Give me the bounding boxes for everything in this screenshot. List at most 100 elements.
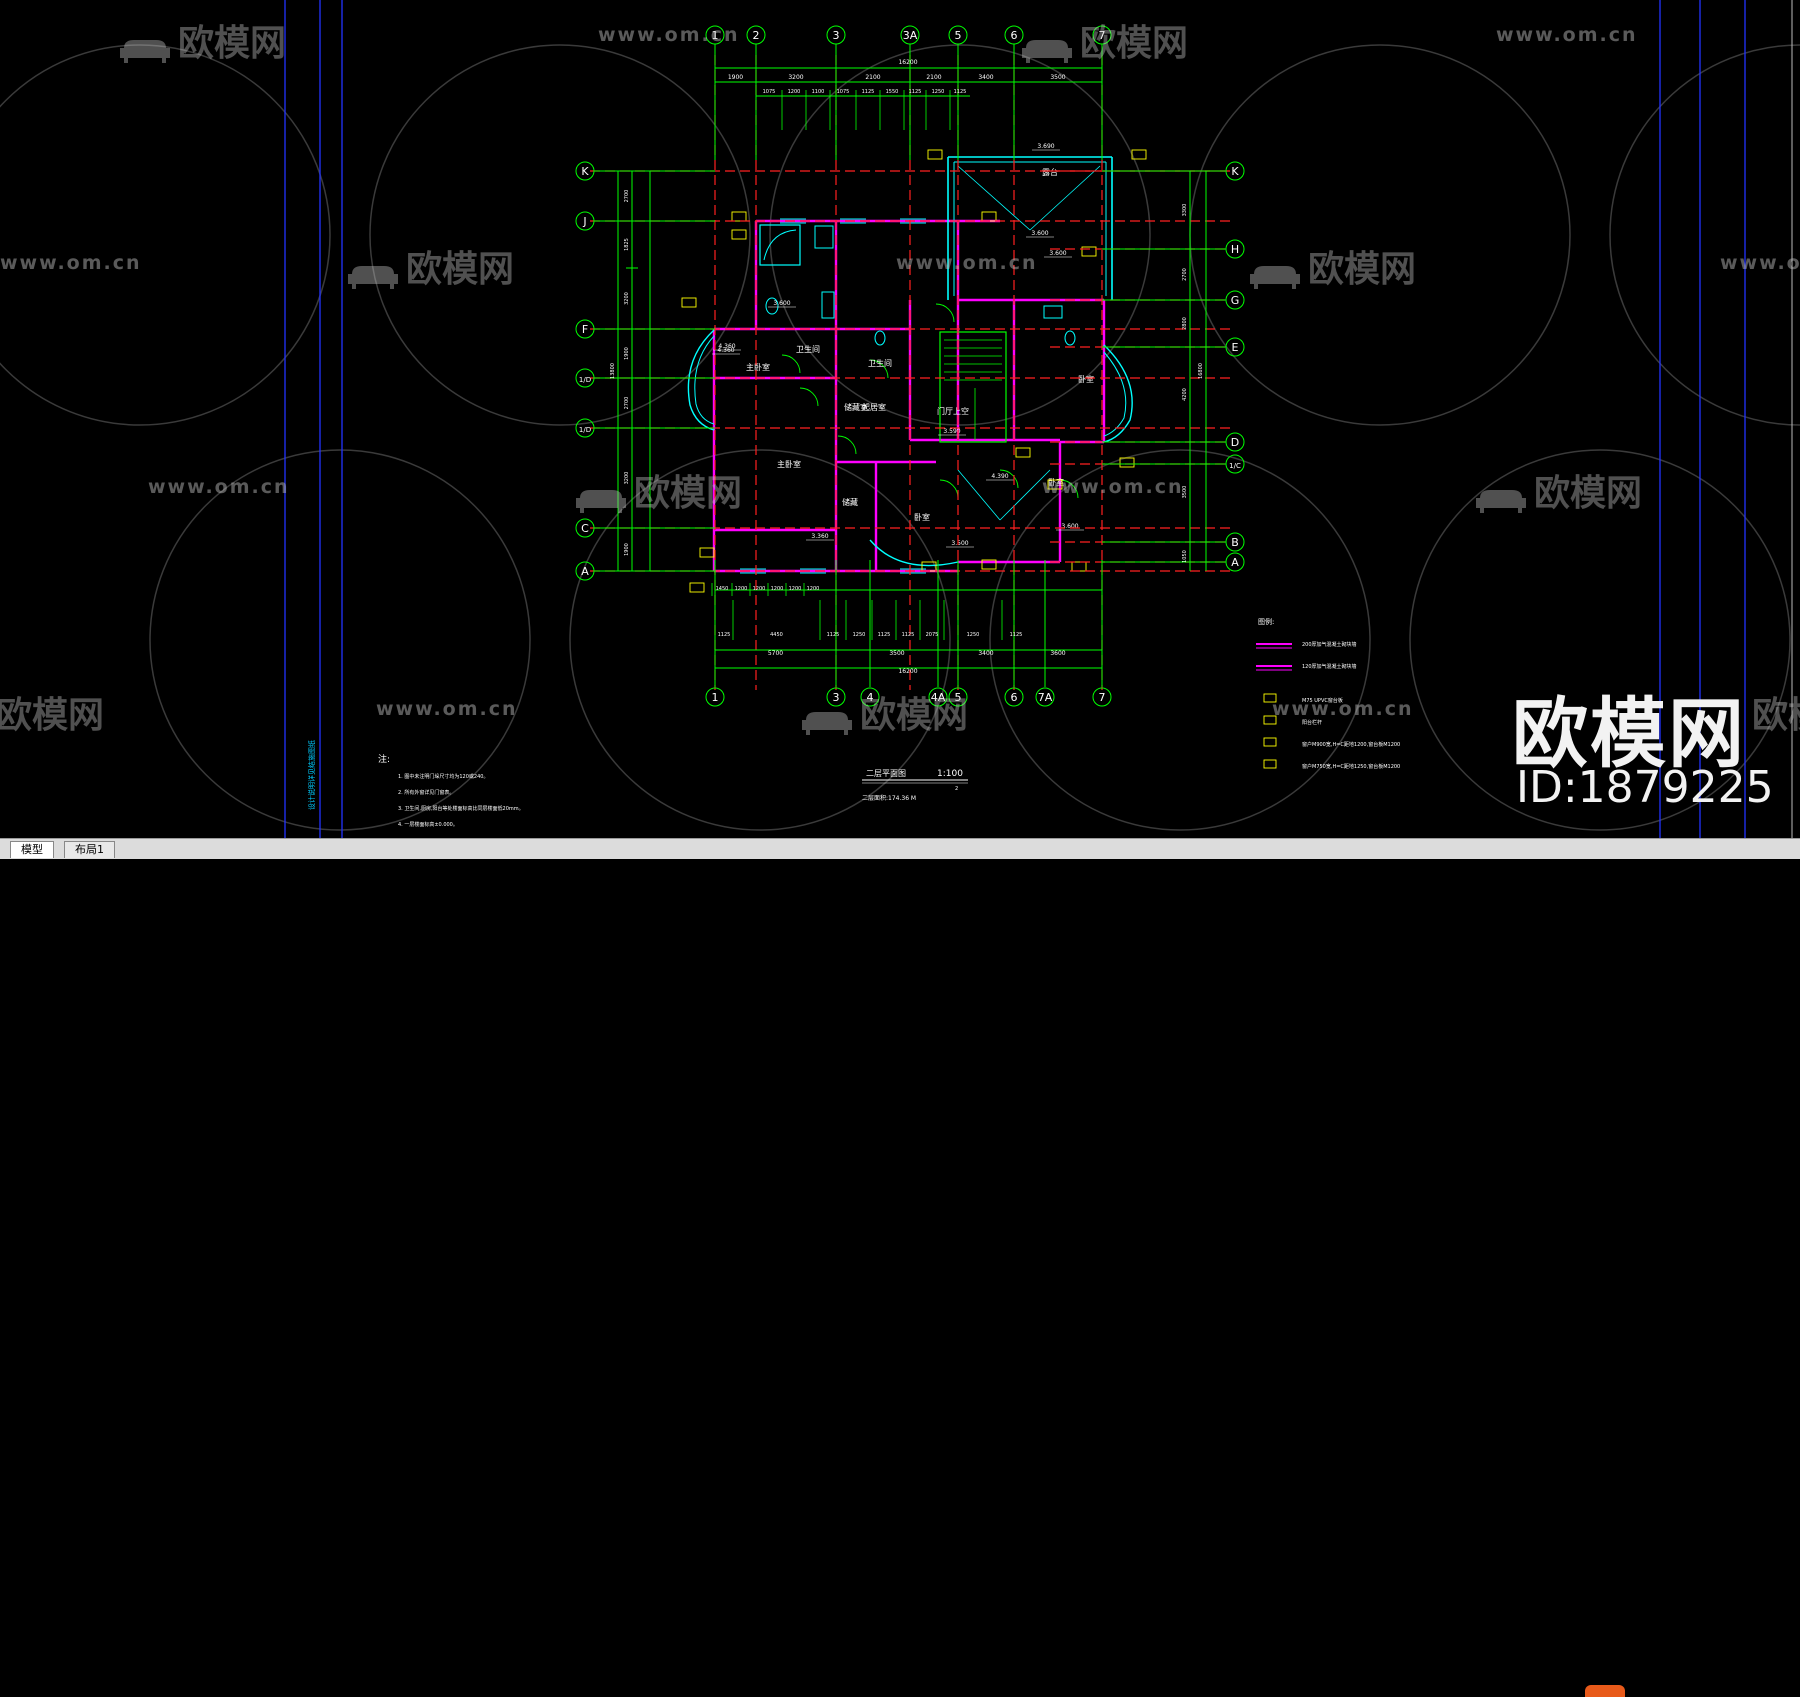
door-swing <box>999 469 1019 489</box>
room-label: 储藏室 <box>844 402 868 412</box>
legend-title: 图例: <box>1258 617 1274 626</box>
slope-line <box>999 469 1051 521</box>
tag-box <box>731 229 747 240</box>
watermark-url: www.om.cn <box>1042 476 1184 498</box>
tag-box <box>681 297 697 308</box>
watermark-circles <box>0 44 1800 831</box>
tag-box <box>1081 246 1097 257</box>
dim-text-bottom: 1125 <box>878 632 891 638</box>
room-label: 储藏 <box>842 497 858 507</box>
elevation-label: 4.390 <box>991 473 1008 480</box>
dim-text-bottom: 1200 <box>735 586 748 592</box>
grid-bubble-left-label: A <box>581 565 589 578</box>
sofa-logo-icon <box>118 32 172 63</box>
watermark-logo: 欧模网 <box>800 686 968 738</box>
note-item: 3. 卫生间,厨房,阳台等处楼面标高比同层楼面低20mm。 <box>398 805 524 812</box>
grid-bubble-right-label: A <box>1231 556 1239 569</box>
grid-bubble-right-circle <box>1225 552 1245 572</box>
legend-item-label: 窗户M750宽,H=C距地1250,窗台板M1200 <box>1302 763 1400 770</box>
corner-badge <box>1585 1685 1625 1697</box>
tab-model[interactable]: 模型 <box>10 841 54 858</box>
grid-bubble-top-circle <box>1092 25 1112 45</box>
elevation-label: 3.600 <box>1031 230 1048 237</box>
bay-window <box>687 329 715 431</box>
sofa-logo-icon <box>800 704 854 735</box>
watermark-logo: 欧模网 <box>574 464 742 516</box>
sofa-logo-icon <box>574 482 628 513</box>
plan-area: 二层面积:174.36 M <box>862 794 916 802</box>
room-label: 卧室 <box>914 512 930 522</box>
grid-bubble-left-circle <box>575 518 595 538</box>
dim-text-bottom: 2075 <box>926 632 939 638</box>
legend-tag-box <box>1263 737 1277 747</box>
dim-text-bottom: 1200 <box>789 586 802 592</box>
grid-bubble-left-circle <box>575 418 595 438</box>
grid-bubble-right-label: D <box>1231 436 1239 449</box>
dim-text-bottom: 1450 <box>716 586 729 592</box>
watermark-url: www.om.cn <box>598 24 740 46</box>
grid-bubble-bottom-label: 5 <box>955 691 962 704</box>
legend-item-label: M75 UPVC窗台板 <box>1302 697 1343 704</box>
dim-text-bottom: 1125 <box>902 632 915 638</box>
grid-bubble-top-label: 7 <box>1099 29 1106 42</box>
watermark-logo: 欧模网 <box>1752 695 1800 736</box>
dim-text-right: 2800 <box>1182 317 1188 330</box>
dim-text-top: 1075 <box>837 89 850 95</box>
grid-bubble-bottom-circle <box>1035 687 1055 707</box>
dim-text-right: 3500 <box>1182 486 1188 499</box>
bathtub <box>759 224 801 266</box>
watermark-logo: 欧模网 <box>346 240 514 292</box>
wash-basin <box>821 291 835 319</box>
brand-logo-text: 欧模网 <box>1512 689 1746 778</box>
dim-text-top: 2100 <box>926 74 941 81</box>
watermark-url: www.om.cn <box>896 252 1038 274</box>
slope-line <box>957 469 1001 521</box>
grid-bubble-right-circle <box>1225 454 1245 474</box>
bay-window-inner <box>694 335 715 425</box>
notes-title: 注: <box>378 753 390 765</box>
shower <box>814 225 834 249</box>
grid-bubble-left-circle <box>575 211 595 231</box>
dim-text-left-total: 13800 <box>610 363 616 379</box>
room-label: 卧室 <box>1078 374 1094 384</box>
grid-bubble-left-label: K <box>581 165 589 178</box>
grid-bubble-top-label: 2 <box>753 29 760 42</box>
tag-box <box>981 211 997 222</box>
watermark-logo: 欧模网 <box>118 14 286 66</box>
dim-text-left: 1900 <box>624 543 630 556</box>
grid-bubble-top-circle <box>746 25 766 45</box>
toilet-2 <box>874 330 886 346</box>
elevation-label: 3.360 <box>811 533 828 540</box>
bay-window-right <box>1103 344 1133 443</box>
room-label: 主卧室 <box>777 459 801 469</box>
frame-note: 设计说明详见结施图纸 <box>307 740 316 810</box>
building-plan[interactable]: 主卧室卫生间卫生间卧室储藏室门厅上空起居室主卧室储藏卧室露台卧室3.6003.6… <box>681 143 1147 593</box>
grid-bubble-right-label: 1/C <box>1229 462 1241 470</box>
grid-bubble-bottom-circle <box>928 687 948 707</box>
dim-text-top: 1125 <box>909 89 922 95</box>
grid-bubble-bottom-circle <box>826 687 846 707</box>
legend-item-label: 200厚加气混凝土砌块墙 <box>1302 641 1357 648</box>
elevation-label: 3.600 <box>773 300 790 307</box>
grid-bubble-left-label: C <box>581 522 589 535</box>
grid-bubble-top-label: 3A <box>903 29 918 42</box>
legend-item-label: 窗户M900宽,H=C距地1200,窗台板M1200 <box>1302 741 1400 748</box>
plan-area-sup: 2 <box>955 786 958 792</box>
grid-bubble-left-label: F <box>582 323 588 336</box>
cad-canvas[interactable]: 设计说明详见结施图纸 主卧室卫生间卫生间卧室储藏室门厅上空起居室主卧室储藏卧室露… <box>0 0 1800 858</box>
dim-text-top: 1900 <box>728 74 743 81</box>
dim-text-right: 1050 <box>1182 550 1188 563</box>
grid-bubble-left-circle <box>575 161 595 181</box>
grid-bubble-right-label: E <box>1232 341 1239 354</box>
tab-layout1[interactable]: 布局1 <box>64 841 115 858</box>
dim-text-top: 1550 <box>886 89 899 95</box>
sofa-logo-icon <box>1020 32 1074 63</box>
grid-bubble-right-circle <box>1225 532 1245 552</box>
grid-bubble-bottom-label: 6 <box>1011 691 1018 704</box>
elevation-label: 3.600 <box>1061 523 1078 530</box>
tag-box <box>1131 149 1147 160</box>
floor-plan-drawing[interactable]: 设计说明详见结施图纸 主卧室卫生间卫生间卧室储藏室门厅上空起居室主卧室储藏卧室露… <box>0 0 1800 838</box>
watermark-url: www.om.cn <box>148 476 290 498</box>
dim-text-top: 3500 <box>1050 74 1065 81</box>
dim-text-bottom: 1200 <box>771 586 784 592</box>
